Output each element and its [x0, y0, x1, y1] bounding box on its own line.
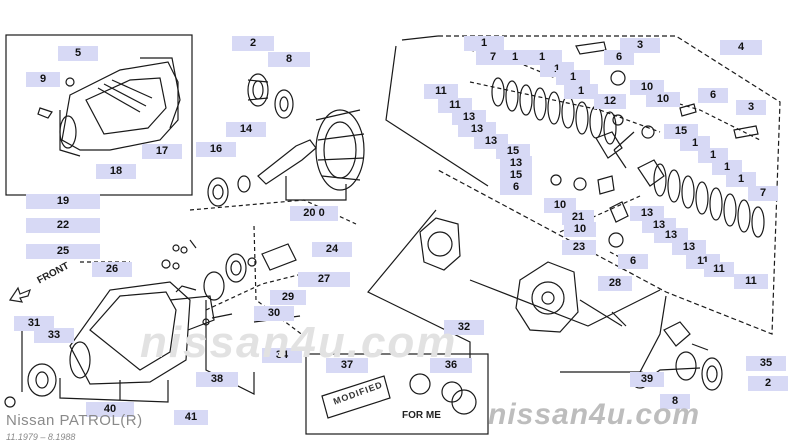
- part-label-11-b[interactable]: 11: [438, 98, 472, 113]
- part-label-16[interactable]: 16: [196, 142, 236, 157]
- part-label-41[interactable]: 41: [174, 410, 208, 425]
- clutch-plate-stack-lower: [653, 163, 765, 238]
- part-label-4[interactable]: 4: [720, 40, 762, 55]
- part-label-28[interactable]: 28: [598, 276, 632, 291]
- model-title: Nissan PATROL(R): [6, 412, 143, 429]
- part-label-18[interactable]: 18: [96, 164, 136, 179]
- part-label-17[interactable]: 17: [142, 144, 182, 159]
- part-label-13-g[interactable]: 13: [654, 228, 688, 243]
- part-label-1-h[interactable]: 1: [698, 148, 728, 163]
- part-label-20[interactable]: 20 0: [290, 206, 338, 221]
- part-label-19[interactable]: 19: [26, 194, 100, 209]
- part-label-3-right[interactable]: 3: [736, 100, 766, 115]
- watermark-faint: nissan4u.com: [140, 318, 458, 367]
- part-label-8-top[interactable]: 8: [268, 52, 310, 67]
- part-label-26[interactable]: 26: [92, 262, 132, 277]
- part-label-1-g[interactable]: 1: [680, 136, 710, 151]
- part-label-15-c[interactable]: 15: [664, 124, 698, 139]
- part-label-1-j[interactable]: 1: [726, 172, 756, 187]
- part-label-1-e[interactable]: 1: [556, 70, 590, 85]
- part-label-13-h[interactable]: 13: [672, 240, 706, 255]
- part-label-40[interactable]: 40: [86, 402, 134, 417]
- part-label-11-d[interactable]: 11: [704, 262, 734, 277]
- part-label-15-a[interactable]: 15: [496, 144, 530, 159]
- part-label-6-right[interactable]: 6: [698, 88, 728, 103]
- part-label-38[interactable]: 38: [196, 372, 238, 387]
- small-parts-drawings: [4, 239, 709, 419]
- part-label-11-a[interactable]: 11: [424, 84, 458, 99]
- part-label-7-right[interactable]: 7: [748, 186, 778, 201]
- part-label-6-mid[interactable]: 6: [500, 180, 532, 195]
- part-label-2-bottom[interactable]: 2: [748, 376, 788, 391]
- part-label-10-d[interactable]: 10: [564, 222, 596, 237]
- part-label-13-e[interactable]: 13: [630, 206, 664, 221]
- modified-inset-box: [305, 353, 489, 435]
- part-label-13-b[interactable]: 13: [458, 122, 496, 137]
- gear-carrier-drawing: [69, 281, 215, 385]
- part-label-10-b[interactable]: 10: [646, 92, 680, 107]
- part-label-5[interactable]: 5: [58, 46, 98, 61]
- part-label-36[interactable]: 36: [430, 358, 472, 373]
- housing-drawing: [37, 57, 181, 157]
- part-label-25[interactable]: 25: [26, 244, 100, 259]
- part-label-9[interactable]: 9: [26, 72, 60, 87]
- part-label-2-top[interactable]: 2: [232, 36, 274, 51]
- bearing-drawings: [27, 73, 723, 397]
- part-label-31[interactable]: 31: [14, 316, 54, 331]
- part-label-13-d[interactable]: 13: [500, 156, 532, 171]
- part-label-34[interactable]: 34: [262, 348, 302, 363]
- part-label-3-top[interactable]: 3: [620, 38, 660, 53]
- part-label-13-a[interactable]: 13: [452, 110, 486, 125]
- ring-gear-drawing: [257, 109, 365, 191]
- part-label-14[interactable]: 14: [226, 122, 266, 137]
- part-label-21[interactable]: 21: [562, 210, 594, 225]
- part-label-33[interactable]: 33: [34, 328, 74, 343]
- part-label-1-i[interactable]: 1: [712, 160, 742, 175]
- part-label-22[interactable]: 22: [26, 218, 100, 233]
- part-label-10-a[interactable]: 10: [630, 80, 664, 95]
- part-label-24[interactable]: 24: [312, 242, 352, 257]
- watermark-main: nissan4u.com: [488, 398, 701, 431]
- part-label-35[interactable]: 35: [746, 356, 786, 371]
- part-label-15-b[interactable]: 15: [500, 168, 532, 183]
- part-label-30[interactable]: 30: [254, 306, 294, 321]
- part-label-27[interactable]: 27: [298, 272, 350, 287]
- part-label-23[interactable]: 23: [562, 240, 596, 255]
- part-label-6-low[interactable]: 6: [618, 254, 648, 269]
- part-label-32[interactable]: 32: [444, 320, 484, 335]
- for-me-callout: FOR ME: [402, 410, 441, 421]
- production-dates: 11.1979 – 8.1988: [6, 432, 76, 442]
- part-label-1-a[interactable]: 1: [464, 36, 504, 51]
- part-label-10-c[interactable]: 10: [544, 198, 576, 213]
- part-label-11-e[interactable]: 11: [734, 274, 768, 289]
- group-32-bracket: [367, 209, 471, 370]
- part-label-6-top[interactable]: 6: [604, 50, 634, 65]
- part-label-12[interactable]: 12: [594, 94, 626, 109]
- part-label-29[interactable]: 29: [270, 290, 306, 305]
- front-arrow-icon: [8, 286, 31, 303]
- part-label-37[interactable]: 37: [326, 358, 368, 373]
- part-label-1-c[interactable]: 1: [522, 50, 562, 65]
- part-label-1-f[interactable]: 1: [564, 84, 598, 99]
- part-label-39[interactable]: 39: [630, 372, 664, 387]
- part-label-8-bottom[interactable]: 8: [660, 394, 690, 409]
- differential-case-drawing: [419, 217, 627, 333]
